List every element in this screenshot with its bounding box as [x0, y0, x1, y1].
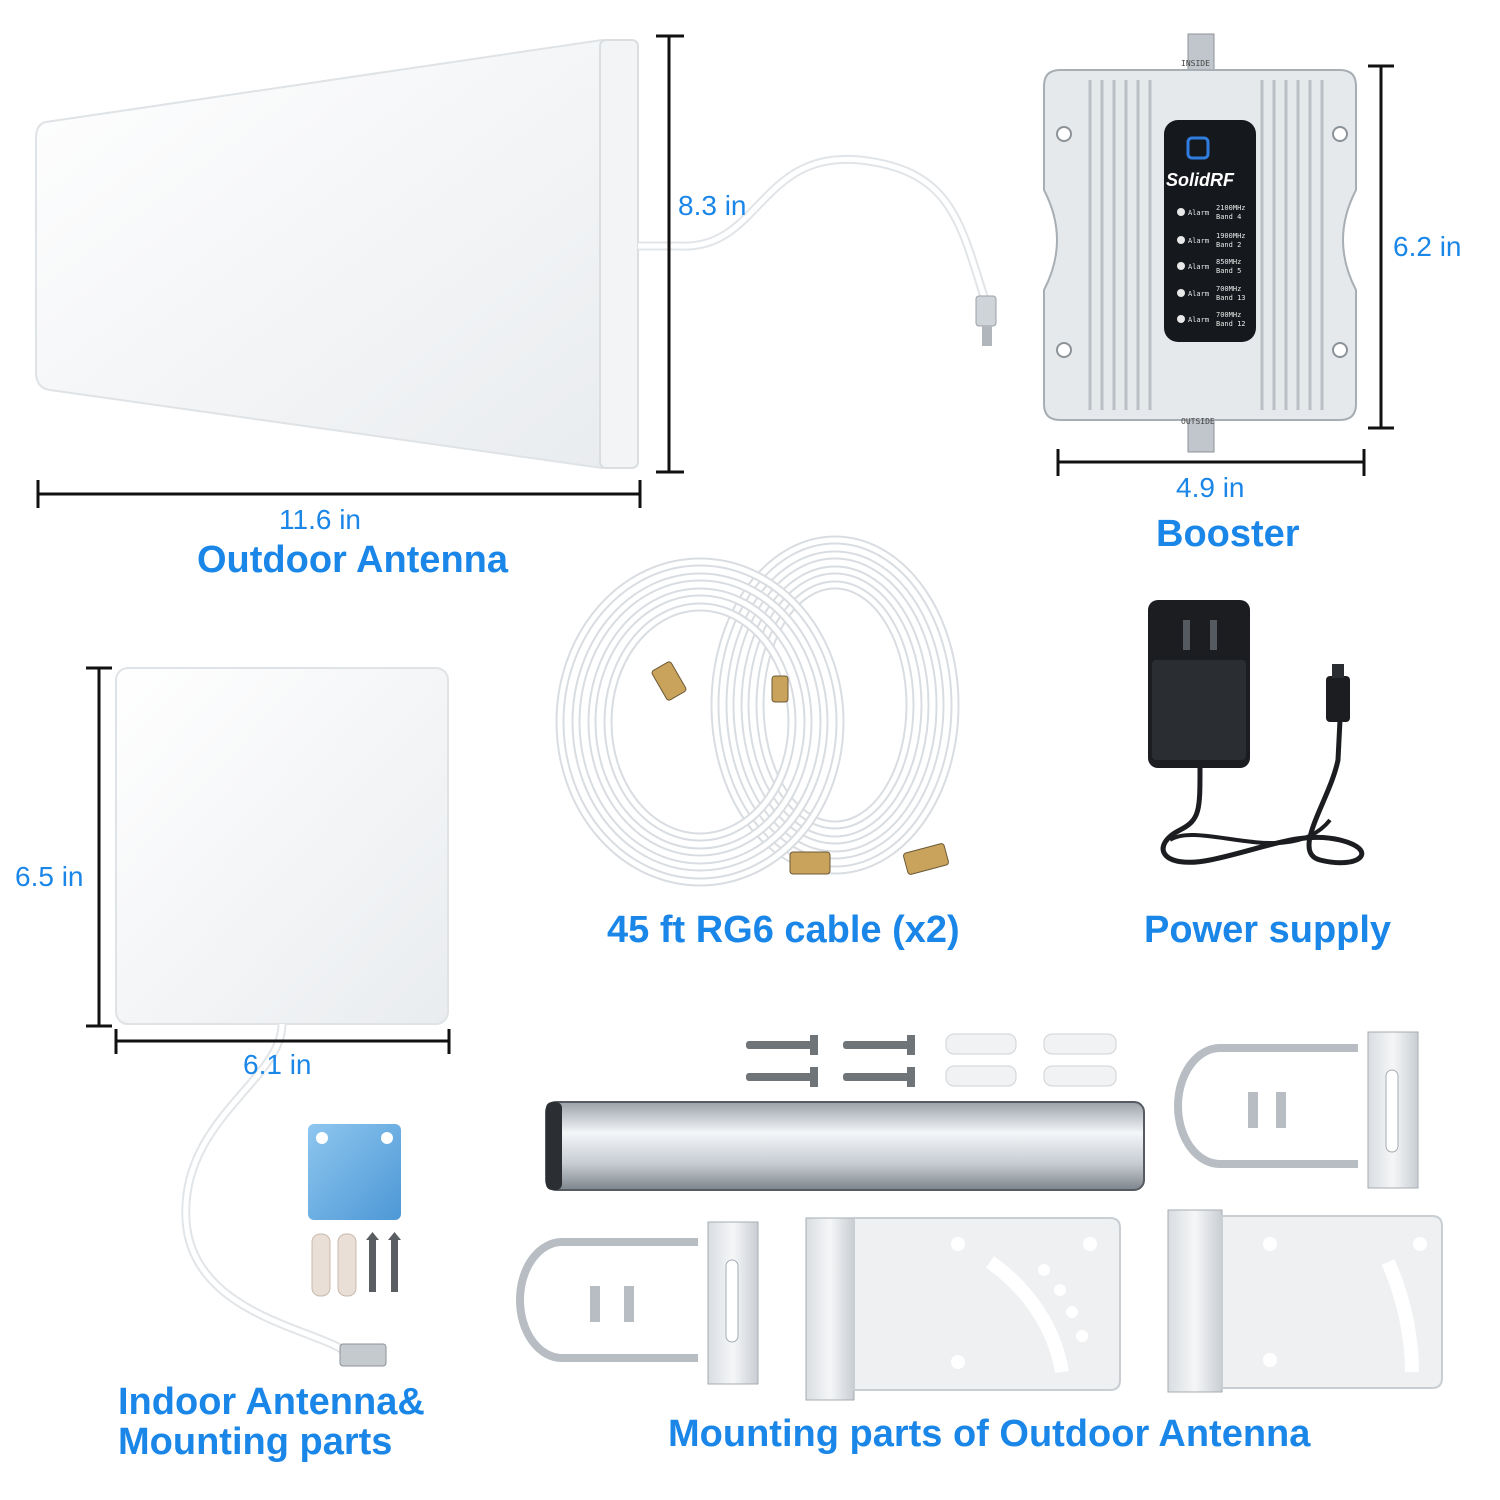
band-number: Band 12	[1216, 320, 1246, 328]
booster-width-label: 4.9 in	[1176, 472, 1245, 503]
power-supply-image	[1148, 600, 1365, 866]
outdoor-mounting-kit-image	[516, 1031, 1443, 1401]
band-frequency: 2100MHz	[1216, 204, 1246, 212]
cable-title: 45 ft RG6 cable (x2)	[607, 909, 960, 951]
band-frequency: 700MHz	[1216, 311, 1241, 319]
band-alarm-label: Alarm	[1188, 263, 1209, 271]
indoor-height-label: 6.5 in	[15, 861, 84, 892]
band-frequency: 850MHz	[1216, 258, 1241, 266]
power-supply-title: Power supply	[1144, 909, 1392, 951]
indoor-antenna-image	[115, 667, 449, 1367]
booster-port-bottom-label: OUTSIDE	[1181, 417, 1215, 426]
booster-panel-text: SolidRF INSIDE OUTSIDE Alarm 2100MHz Ban…	[1166, 59, 1246, 426]
cable-coils-image	[555, 535, 960, 887]
outdoor-height-label: 8.3 in	[678, 190, 747, 221]
indoor-antenna-title-line1: Indoor Antenna&	[118, 1381, 425, 1423]
band-number: Band 5	[1216, 267, 1241, 275]
booster-image	[1043, 33, 1357, 453]
band-alarm-label: Alarm	[1188, 209, 1209, 217]
booster-brand: SolidRF	[1166, 170, 1235, 190]
indoor-mounting-kit-image	[308, 1124, 401, 1297]
indoor-antenna-title-line2: Mounting parts	[118, 1421, 393, 1463]
band-alarm-label: Alarm	[1188, 237, 1209, 245]
band-frequency: 700MHz	[1216, 285, 1241, 293]
band-frequency: 1900MHz	[1216, 232, 1246, 240]
band-alarm-label: Alarm	[1188, 290, 1209, 298]
booster-dimension-lines	[1056, 64, 1394, 476]
outdoor-antenna-title: Outdoor Antenna	[197, 539, 508, 581]
indoor-width-label: 6.1 in	[243, 1049, 312, 1080]
indoor-antenna-dimension-lines	[86, 666, 451, 1054]
band-number: Band 4	[1216, 213, 1241, 221]
booster-port-top-label: INSIDE	[1181, 59, 1210, 68]
booster-title: Booster	[1156, 513, 1300, 555]
outdoor-antenna-image	[35, 38, 997, 470]
band-number: Band 13	[1216, 294, 1246, 302]
booster-height-label: 6.2 in	[1393, 231, 1462, 262]
outdoor-width-label: 11.6 in	[279, 504, 361, 535]
band-number: Band 2	[1216, 241, 1241, 249]
outdoor-antenna-dimension-lines	[36, 34, 684, 508]
band-alarm-label: Alarm	[1188, 316, 1209, 324]
mounting-parts-title: Mounting parts of Outdoor Antenna	[668, 1413, 1311, 1455]
